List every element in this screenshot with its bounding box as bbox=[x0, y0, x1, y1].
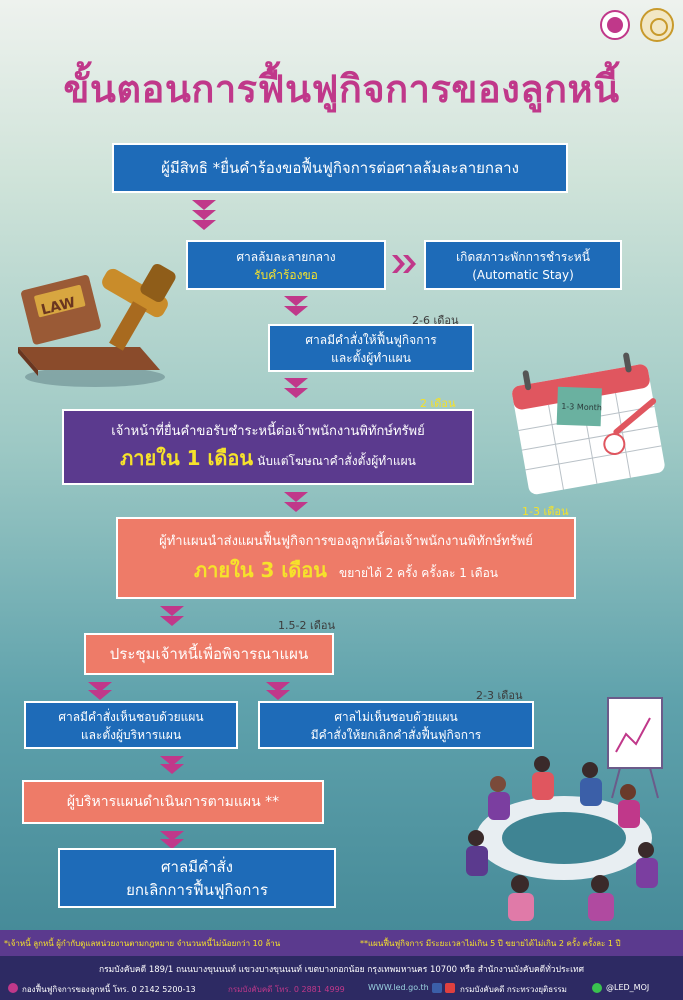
step-order-text: ศาลมีคำสั่งให้ฟื้นฟูกิจการ bbox=[305, 333, 437, 347]
chevron-down-icon bbox=[192, 210, 216, 220]
chevron-down-icon bbox=[160, 831, 184, 841]
chevron-down-icon bbox=[284, 378, 308, 388]
footer-division: กองฟื้นฟูกิจการของลูกหนี้ โทร. 0 2142 52… bbox=[22, 985, 196, 994]
chevron-down-icon bbox=[284, 388, 308, 398]
step-cancel-text2: ยกเลิกการฟื้นฟูกิจการ bbox=[126, 881, 268, 899]
step-approved-text: ศาลมีคำสั่งเห็นชอบด้วยแผน bbox=[58, 710, 204, 724]
page-title: ขั้นตอนการฟื้นฟูกิจการของลูกหนี้ bbox=[63, 67, 620, 111]
step-plan-rejected: ศาลไม่เห็นชอบด้วยแผน มีคำสั่งให้ยกเลิกคำ… bbox=[258, 701, 534, 749]
duration-label: 2 เดือน bbox=[420, 397, 456, 410]
youtube-icon[interactable] bbox=[445, 983, 455, 993]
chevron-down-icon bbox=[284, 492, 308, 502]
info-icon bbox=[8, 983, 18, 993]
duration-label: 2-3 เดือน bbox=[476, 689, 523, 702]
moj-logo bbox=[640, 8, 674, 42]
chevron-down-icon bbox=[192, 220, 216, 230]
chevron-down-icon bbox=[160, 616, 184, 626]
step-plan-text: ผู้ทำแผนนำส่งแผนฟื้นฟูกิจการของลูกหนี้ต่… bbox=[159, 534, 533, 549]
chevron-down-icon bbox=[266, 690, 290, 700]
step-plan-deadline: ภายใน 3 เดือน bbox=[193, 558, 327, 582]
footer-website[interactable]: WWW.led.go.th bbox=[368, 983, 429, 992]
step-administer-text: ผู้บริหารแผนดำเนินการตามแผน ** bbox=[66, 794, 280, 810]
step-automatic-stay: เกิดสภาวะพักการชำระหนี้ (Automatic Stay) bbox=[424, 240, 622, 290]
chevron-down-icon bbox=[88, 682, 112, 692]
step-meeting-text: ประชุมเจ้าหนี้เพื่อพิจารณาแผน bbox=[109, 645, 309, 663]
facebook-icon[interactable] bbox=[432, 983, 442, 993]
step-court-accept: รับคำร้องขอ bbox=[254, 268, 318, 282]
footer-line: @LED_MOJ bbox=[606, 983, 650, 992]
step-approved-admin: และตั้งผู้บริหารแผน bbox=[80, 728, 182, 742]
step-claim-deadline: ภายใน 1 เดือน bbox=[120, 446, 254, 470]
step-court-accepts: ศาลล้มละลายกลาง รับคำร้องขอ bbox=[186, 240, 386, 290]
step-cancel-text1: ศาลมีคำสั่ง bbox=[161, 858, 233, 876]
duration-label: 2-6 เดือน bbox=[412, 314, 459, 327]
chevron-down-icon bbox=[284, 296, 308, 306]
step-plan-extend: ขยายได้ 2 ครั้ง ครั้งละ 1 เดือน bbox=[339, 566, 498, 580]
chevron-down-icon bbox=[284, 306, 308, 316]
step-claim-text: เจ้าหน้าที่ยื่นคำขอรับชำระหนี้ต่อเจ้าพนั… bbox=[111, 424, 425, 439]
step-order-planner: และตั้งผู้ทำแผน bbox=[331, 351, 411, 365]
step-court-name: ศาลล้มละลายกลาง bbox=[236, 250, 336, 264]
footer-contact: กรมบังคับคดี 189/1 ถนนบางขุนนนท์ แขวงบาง… bbox=[0, 956, 683, 1000]
chevron-down-icon bbox=[266, 682, 290, 692]
step-rejected-text: ศาลไม่เห็นชอบด้วยแผน bbox=[334, 710, 458, 724]
meeting-illustration bbox=[466, 697, 663, 921]
step-plan-approved: ศาลมีคำสั่งเห็นชอบด้วยแผน และตั้งผู้บริห… bbox=[24, 701, 238, 749]
footer-address: กรมบังคับคดี 189/1 ถนนบางขุนนนท์ แขวงบาง… bbox=[98, 965, 585, 975]
step-cancel-rehab: ศาลมีคำสั่ง ยกเลิกการฟื้นฟูกิจการ bbox=[58, 848, 336, 908]
gavel-illustration: LAW bbox=[18, 263, 176, 387]
duration-label: 1.5-2 เดือน bbox=[278, 619, 335, 632]
step-stay-text: เกิดสภาวะพักการชำระหนี้ bbox=[456, 250, 590, 264]
step-petition: ผู้มีสิทธิ *ยื่นคำร้องขอฟื้นฟูกิจการต่อศ… bbox=[112, 143, 568, 193]
footer-note-2: **แผนฟื้นฟูกิจการ มีระยะเวลาไม่เกิน 5 ปี… bbox=[360, 939, 621, 948]
calendar-note-text: 1-3 Month bbox=[561, 402, 602, 412]
chevron-down-icon bbox=[160, 839, 184, 849]
step-court-order-rehab: ศาลมีคำสั่งให้ฟื้นฟูกิจการ และตั้งผู้ทำแ… bbox=[268, 324, 474, 372]
chevron-down-icon bbox=[160, 756, 184, 766]
chevron-down-icon bbox=[284, 502, 308, 512]
step-creditor-meeting: ประชุมเจ้าหนี้เพื่อพิจารณาแผน bbox=[84, 633, 334, 675]
calendar-illustration: 1-3 Month bbox=[512, 352, 665, 495]
step-claim-note: นับแต่โฆษณาคำสั่งตั้งผู้ทำแผน bbox=[257, 454, 416, 468]
chevron-down-icon bbox=[192, 200, 216, 210]
line-icon[interactable] bbox=[592, 983, 602, 993]
step-submit-plan: ผู้ทำแผนนำส่งแผนฟื้นฟูกิจการของลูกหนี้ต่… bbox=[116, 517, 576, 599]
footer-note-1: *เจ้าหนี้ ลูกหนี้ ผู้กำกับดูแลหน่วยงานตา… bbox=[4, 939, 281, 948]
double-arrow-right-icon bbox=[392, 255, 416, 273]
footer-facebook: กรมบังคับคดี กระทรวงยุติธรรม bbox=[460, 985, 567, 994]
chevron-down-icon bbox=[160, 606, 184, 616]
step-rejected-cancel: มีคำสั่งให้ยกเลิกคำสั่งฟื้นฟูกิจการ bbox=[310, 728, 482, 742]
led-logo bbox=[600, 10, 630, 40]
chevron-down-icon bbox=[88, 690, 112, 700]
step-creditor-claim: เจ้าหน้าที่ยื่นคำขอรับชำระหนี้ต่อเจ้าพนั… bbox=[62, 409, 474, 485]
chevron-down-icon bbox=[160, 764, 184, 774]
step-stay-en: (Automatic Stay) bbox=[472, 268, 574, 282]
duration-label: 1-3 เดือน bbox=[522, 505, 569, 518]
step-petition-text: ผู้มีสิทธิ *ยื่นคำร้องขอฟื้นฟูกิจการต่อศ… bbox=[161, 159, 519, 177]
step-administer-plan: ผู้บริหารแผนดำเนินการตามแผน ** bbox=[22, 780, 324, 824]
footer-notes: *เจ้าหนี้ ลูกหนี้ ผู้กำกับดูแลหน่วยงานตา… bbox=[0, 930, 683, 956]
footer-dept-phone: กรมบังคับคดี โทร. 0 2881 4999 bbox=[228, 985, 345, 994]
